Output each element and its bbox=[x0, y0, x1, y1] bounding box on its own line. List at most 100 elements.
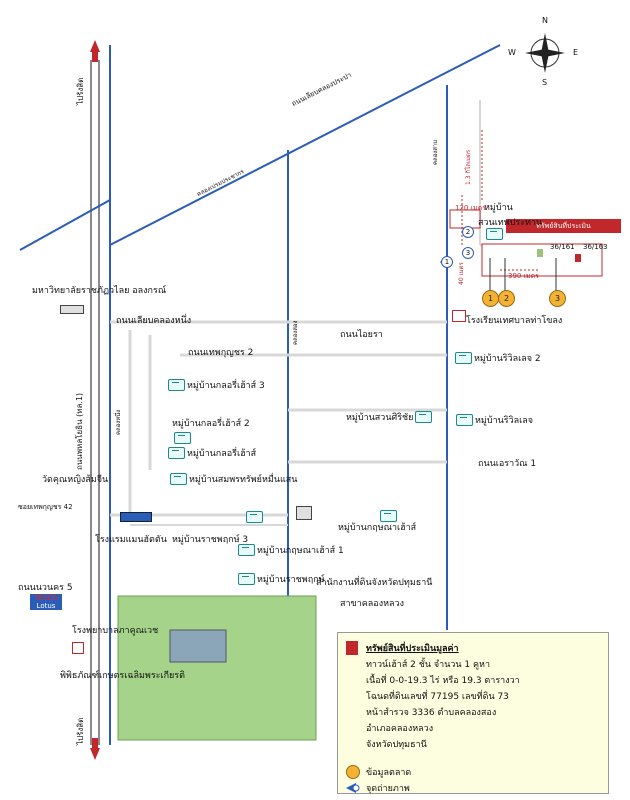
label-soi-42: ซอยเทพกุญชร 42 bbox=[18, 503, 73, 511]
tesco-text-2: Lotus bbox=[36, 602, 56, 610]
school-icon bbox=[452, 310, 466, 322]
legend-market: ข้อมูลตลาด bbox=[366, 768, 412, 778]
park-photo bbox=[169, 629, 227, 663]
village-ratchaphruek-label: หมู่บ้านราชพฤกษ์ bbox=[257, 575, 325, 585]
label-museum: พิพิธภัณฑ์เกษตรเฉลิมพระเกียรติ bbox=[60, 671, 185, 681]
label-to-rangsit-bottom: ไปรังสิต bbox=[76, 717, 85, 745]
tesco-text-1: TESCO bbox=[34, 594, 58, 602]
village-suan-thep: สวนเทพประทาน bbox=[478, 215, 542, 229]
legend-market-swatch bbox=[346, 765, 360, 779]
legend-photo: จุดถ่ายภาพ bbox=[366, 784, 410, 794]
subject-parcel-red bbox=[575, 254, 581, 262]
village-glory-3-label: หมู่บ้านกลอรี่เฮ้าส์ 3 bbox=[187, 381, 265, 391]
compass-south: S bbox=[542, 78, 548, 87]
hospital-icon bbox=[72, 642, 84, 654]
label-nawa-nakhon-5: ถนนนวนคร 5 bbox=[18, 583, 73, 593]
subject-parcel bbox=[537, 249, 543, 257]
label-road-canal-one: คลองหนึ่ง bbox=[115, 409, 122, 435]
village-icon bbox=[238, 573, 255, 585]
university-icon bbox=[60, 305, 84, 314]
village-kanokphon-1: หมู่บ้านกฤษณาเฮ้าส์ 1 bbox=[238, 543, 344, 557]
village-icon bbox=[168, 447, 185, 459]
village-icon bbox=[168, 379, 185, 391]
label-school: โรงเรียนเทศบาลท่าโขลง bbox=[466, 316, 563, 326]
arrow-up-icon bbox=[90, 40, 100, 52]
village-suan-thep-line1: หมู่บ้าน bbox=[484, 203, 513, 213]
park-area bbox=[117, 595, 317, 741]
label-dist-13km: 1.3 กิโลเมตร bbox=[465, 149, 472, 185]
village-glory: หมู่บ้านกลอรี่เฮ้าส์ bbox=[168, 446, 256, 460]
market-marker-1: 1 bbox=[482, 290, 499, 307]
compass-west: W bbox=[508, 48, 516, 57]
photo-point-2: 2 bbox=[462, 226, 474, 238]
village-icon bbox=[174, 432, 191, 444]
label-phaholyothin: ถนนพหลโยธิน (ทล.1) bbox=[75, 392, 84, 470]
land-office-icon bbox=[296, 506, 312, 520]
village-icon bbox=[456, 414, 473, 426]
village-glory-3: หมู่บ้านกลอรี่เฮ้าส์ 3 bbox=[168, 378, 265, 392]
legend-title: ทรัพย์สินที่ประเมินมูลค่า bbox=[366, 644, 459, 654]
label-university: มหาวิทยาลัยราชภัฏวไลย อลงกรณ์ bbox=[32, 286, 167, 296]
arrow-down-icon bbox=[90, 748, 100, 760]
tesco-lotus-logo: TESCO Lotus bbox=[30, 594, 62, 610]
label-house-36-163: 36/163 bbox=[583, 243, 608, 251]
label-nai-ra: ถนนไอยรา bbox=[340, 330, 383, 340]
subject-tag: ทรัพย์สินที่ประเมิน bbox=[506, 219, 621, 233]
village-riviera: หมู่บ้านริวิลเลจ bbox=[456, 413, 533, 427]
label-to-rangsit-top: ไปรังสิต bbox=[76, 77, 85, 105]
legend-line-5: อำเภอคลองหลวง bbox=[366, 724, 434, 734]
village-suan-sirichai: หมู่บ้านสวนศิริชัย bbox=[346, 410, 433, 424]
compass-north: N bbox=[542, 16, 548, 25]
village-icon bbox=[455, 352, 472, 364]
village-icon bbox=[170, 473, 187, 485]
label-house-36-161: 36/161 bbox=[550, 243, 575, 251]
label-hotel: โรงแรมแมนฮัตตัน bbox=[95, 535, 167, 545]
village-riviera-2-label: หมู่บ้านริวิลเลจ 2 bbox=[474, 354, 541, 364]
label-hospital: โรงพยาบาลภาคูณเวช bbox=[72, 626, 159, 636]
label-dist-40: 40 เมตร bbox=[458, 262, 465, 285]
compass-rose: N S E W bbox=[508, 16, 580, 88]
arrow-up-shaft bbox=[92, 52, 98, 62]
village-suan-sirichai-label: หมู่บ้านสวนศิริชัย bbox=[346, 413, 414, 423]
village-krisana: หมู่บ้านกฤษณาเฮ้าส์ bbox=[338, 520, 416, 534]
market-marker-3: 3 bbox=[549, 290, 566, 307]
village-icon bbox=[246, 511, 263, 523]
village-somporn: หมู่บ้านสมพรทรัพย์หมื่นแสน bbox=[170, 472, 297, 486]
legend-box: ทรัพย์สินที่ประเมินมูลค่า ทาวน์เฮ้าส์ 2 … bbox=[337, 632, 609, 794]
market-marker-2: 2 bbox=[498, 290, 515, 307]
label-dist-120: 120 เมตร bbox=[455, 204, 486, 212]
road-khlong-prapa bbox=[109, 44, 501, 246]
village-riviera-label: หมู่บ้านริวิลเลจ bbox=[475, 416, 534, 426]
legend-line-6: จังหวัดปทุมธานี bbox=[366, 740, 427, 750]
village-ratchaphruek: หมู่บ้านราชพฤกษ์ bbox=[238, 572, 325, 586]
photo-point-3: 3 bbox=[462, 247, 474, 259]
village-glory-2-label: หมู่บ้านกลอรี่เฮ้าส์ 2 bbox=[172, 419, 250, 429]
label-road-canal-three: คลองสาม bbox=[432, 139, 439, 165]
village-somporn-label: หมู่บ้านสมพรทรัพย์หมื่นแสน bbox=[189, 475, 298, 485]
compass-icon bbox=[525, 33, 565, 73]
village-icon bbox=[415, 411, 433, 423]
village-krisana-label: หมู่บ้านกฤษณาเฮ้าส์ bbox=[338, 523, 417, 533]
label-aurawan-1: ถนนเอราวัณ 1 bbox=[478, 459, 537, 469]
legend-subject-swatch bbox=[346, 641, 358, 655]
label-road-canal-two: คลองสอง bbox=[292, 320, 299, 345]
label-land-office: สำนักงานที่ดินจังหวัดปทุมธานี bbox=[316, 578, 433, 588]
label-dist-390: 390 เมตร bbox=[508, 272, 539, 280]
village-riviera-2: หมู่บ้านริวิลเลจ 2 bbox=[455, 351, 541, 365]
legend-photo-icon bbox=[346, 783, 360, 793]
hotel-icon bbox=[120, 512, 152, 522]
label-land-office-2: สาขาคลองหลวง bbox=[340, 599, 404, 609]
compass-east: E bbox=[573, 48, 579, 57]
photo-point-1: 1 bbox=[441, 256, 453, 268]
label-thep-kunchon-2: ถนนเทพกุญชร 2 bbox=[188, 348, 254, 358]
village-icon bbox=[486, 228, 503, 240]
village-icon bbox=[238, 544, 255, 556]
arrow-down-shaft bbox=[92, 738, 98, 748]
village-suan-thep-label: สวนเทพประทาน bbox=[478, 218, 543, 228]
village-ratchaphruek-3-label: หมู่บ้านราชพฤกษ์ 3 bbox=[172, 535, 249, 545]
label-khlong-nueng: ถนนเลียบคลองหนึ่ง bbox=[116, 316, 192, 326]
village-glory-label: หมู่บ้านกลอรี่เฮ้าส์ bbox=[187, 449, 257, 459]
legend-line-3: โฉนดที่ดินเลขที่ 77195 เลขที่ดิน 73 bbox=[366, 692, 509, 702]
label-wat: วัดคุณหญิงส้มจีน bbox=[42, 475, 109, 485]
